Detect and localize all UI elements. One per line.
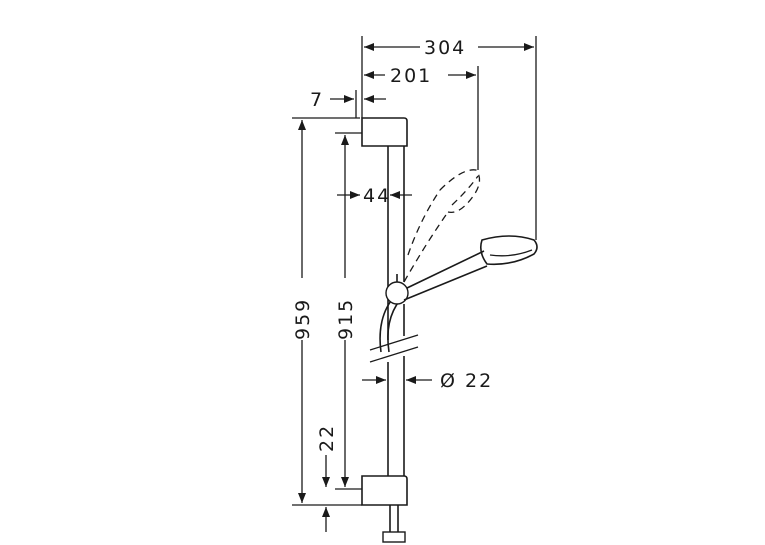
- shower-rail-assembly: [361, 36, 538, 543]
- rail-break-line-upper: [369, 334, 419, 351]
- hand-shower-head: [480, 235, 538, 266]
- dim-label-304: 304: [424, 37, 466, 59]
- hose-connector: [382, 531, 406, 543]
- tilted-shower-nozzle-face: [451, 175, 479, 206]
- tilted-shower-handle-a: [407, 189, 441, 256]
- slider-knob: [385, 281, 409, 305]
- dim-label-22: 22: [316, 424, 338, 452]
- dimension-labels: 304 201 7 44 Ø 22 959 915 22: [292, 37, 493, 452]
- tilted-shower-handle-b: [403, 211, 449, 283]
- top-wall-bracket: [361, 117, 408, 147]
- dimension-lines: [292, 36, 537, 532]
- dim-label-959: 959: [292, 298, 314, 340]
- hand-shower-handle-top: [406, 250, 485, 289]
- dim-label-201: 201: [390, 65, 432, 87]
- dim-label-7: 7: [310, 89, 324, 111]
- tilted-shower-head: [439, 169, 481, 214]
- dim-label-915: 915: [335, 298, 357, 340]
- dim-label-44: 44: [363, 185, 391, 207]
- hand-shower-nozzle-face: [489, 249, 533, 257]
- bottom-wall-bracket: [361, 475, 408, 506]
- dim-label-diameter: Ø 22: [440, 370, 493, 392]
- hand-shower-handle-bottom: [403, 265, 488, 301]
- rail-break-line-lower: [369, 346, 419, 363]
